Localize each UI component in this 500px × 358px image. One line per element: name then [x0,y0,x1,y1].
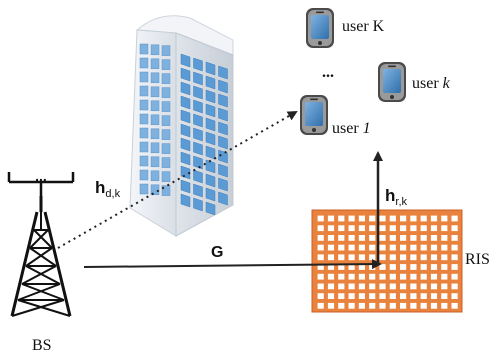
user-k-label: user k [412,75,451,92]
ris-label: RIS [465,251,490,268]
channel-G-label: G [211,244,223,261]
antenna-dots: ... [35,168,47,184]
users-ellipsis: ... [322,64,334,81]
channel-hdk-label: hd,k [95,178,121,200]
phone-icon-user-k [378,62,406,102]
bs-ris-link-G [83,259,382,270]
tower-icon [7,172,75,317]
building-icon [129,15,234,237]
user-K-label: user K [342,18,385,35]
phone-icon-user-1 [300,95,328,135]
direct-link-hdk [57,111,298,249]
bs-label: BS [32,337,52,354]
channel-hrk-label: hr,k [385,186,408,208]
ris-panel-icon [311,209,463,313]
user-1-label: user 1 [332,120,371,137]
phone-icon-user-K [306,8,334,48]
